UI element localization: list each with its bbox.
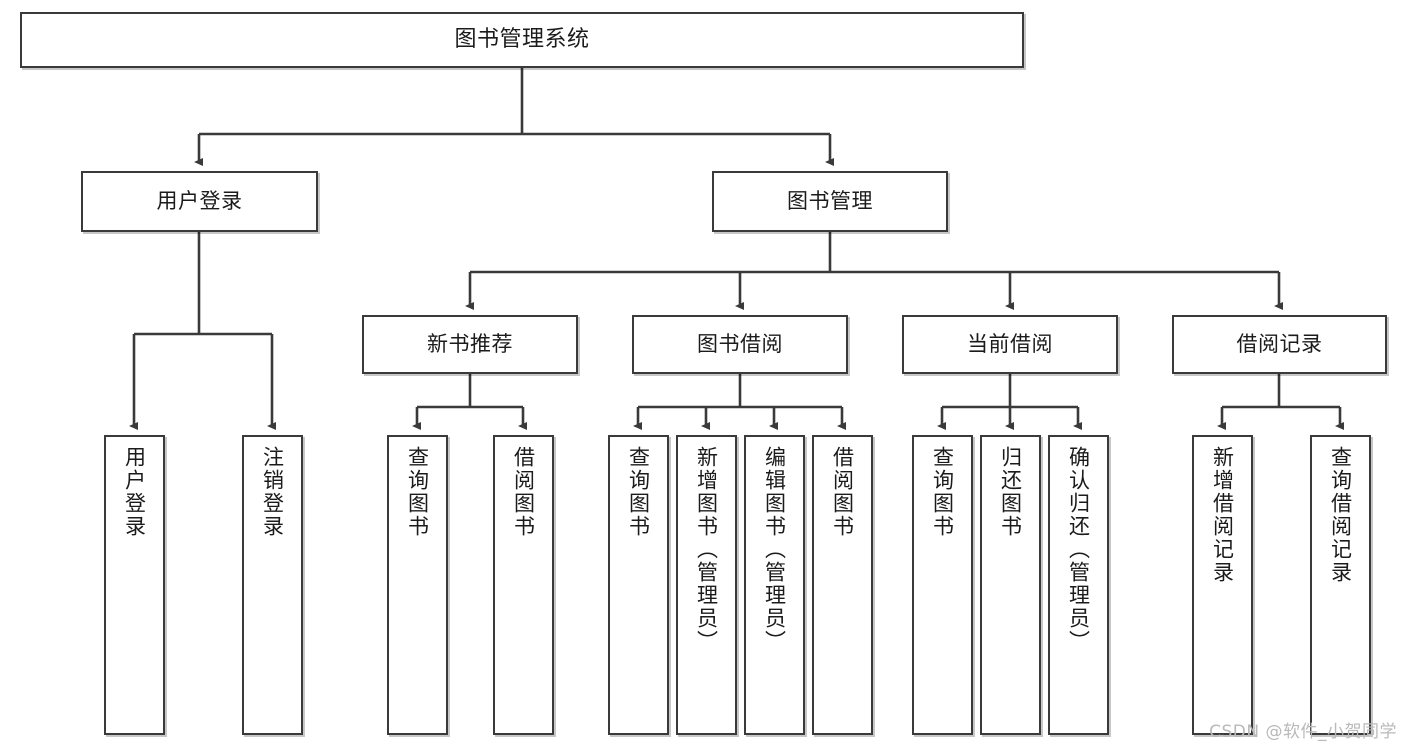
node-current-borrow[interactable]: 当前借阅 [902,315,1118,374]
node-label: 图书管理 [787,189,873,214]
leaf-edit-book[interactable]: 编辑图书（管理员） [744,435,805,735]
leaf-logout[interactable]: 注销登录 [242,435,303,735]
node-label: 新增借阅记录 [1210,446,1235,584]
watermark: CSDN @软件_小贺同学 [1209,722,1397,742]
node-label: 当前借阅 [967,332,1053,357]
node-label: 借阅图书 [511,446,536,538]
node-label: 图书借阅 [697,332,783,357]
node-label: 查询图书 [626,446,651,538]
leaf-borrow-book-2[interactable]: 借阅图书 [812,435,873,735]
leaf-query-book-1[interactable]: 查询图书 [387,435,448,735]
leaf-user-login[interactable]: 用户登录 [104,435,165,735]
node-label: 用户登录 [122,446,147,538]
node-label: 借阅记录 [1236,332,1323,357]
node-book-manage[interactable]: 图书管理 [712,171,948,232]
node-borrow-record[interactable]: 借阅记录 [1172,315,1387,374]
node-label: 用户登录 [156,189,243,214]
node-label: 查询图书 [405,446,430,538]
leaf-return-book[interactable]: 归还图书 [980,435,1041,735]
leaf-query-book-2[interactable]: 查询图书 [608,435,669,735]
node-label: 借阅图书 [830,446,855,538]
node-book-borrow[interactable]: 图书借阅 [632,315,848,374]
node-label: 查询借阅记录 [1328,446,1353,584]
leaf-query-record[interactable]: 查询借阅记录 [1310,435,1371,735]
node-label: 注销登录 [260,446,285,538]
node-user-login[interactable]: 用户登录 [81,171,318,232]
node-label: 编辑图书（管理员） [762,446,787,653]
leaf-borrow-book-1[interactable]: 借阅图书 [493,435,554,735]
node-root[interactable]: 图书管理系统 [20,12,1024,68]
leaf-add-book[interactable]: 新增图书（管理员） [676,435,737,735]
node-label: 确认归还（管理员） [1066,446,1091,653]
leaf-add-record[interactable]: 新增借阅记录 [1192,435,1253,735]
node-label: 新增图书（管理员） [694,446,719,653]
leaf-query-book-3[interactable]: 查询图书 [912,435,973,735]
node-label: 新书推荐 [427,332,513,357]
node-label: 图书管理系统 [454,27,590,53]
node-new-book-rec[interactable]: 新书推荐 [362,315,578,374]
leaf-confirm-return[interactable]: 确认归还（管理员） [1048,435,1109,735]
node-label: 归还图书 [998,446,1023,538]
node-label: 查询图书 [930,446,955,538]
